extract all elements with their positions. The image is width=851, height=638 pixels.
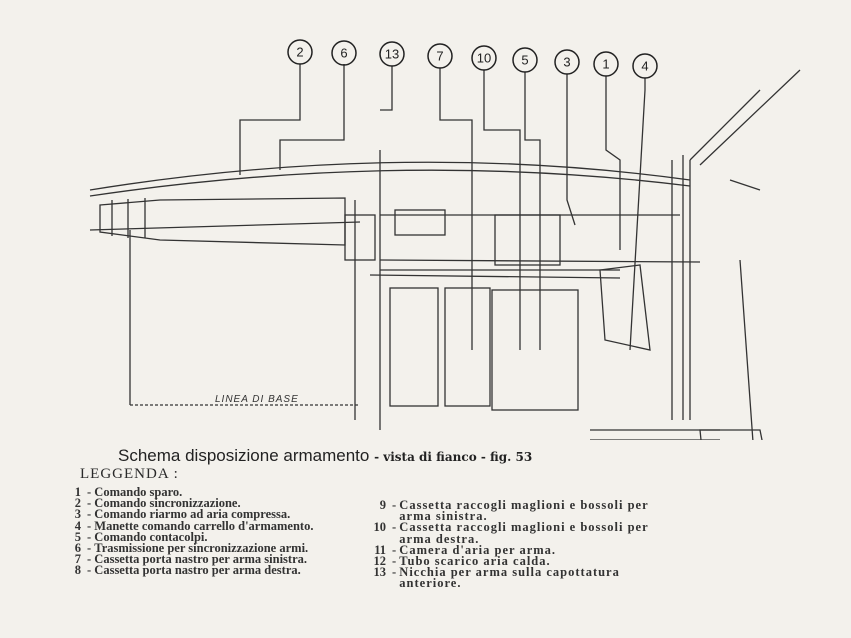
callout-label: 5: [521, 53, 528, 68]
legend-number: 9: [379, 498, 386, 512]
legend-item: 12- Tubo scarico aria calda.: [362, 554, 649, 569]
legend-text: Comando sparo.: [94, 485, 183, 499]
legend-item: 11- Camera d'aria per arma.: [362, 542, 649, 557]
legend-text: Comando riarmo ad aria compressa.: [94, 507, 291, 522]
legend-item: 3- Comando riarmo ad aria compressa.: [57, 507, 313, 522]
callout-label: 3: [563, 55, 570, 70]
legend-number: 13: [373, 565, 387, 580]
legend-item: 6- Trasmissione per sincronizzazione arm…: [57, 541, 313, 556]
legend-item: 1- Comando sparo.: [57, 485, 313, 499]
legend-item: 10- Cassetta raccogli maglioni e bossoli…: [362, 520, 649, 546]
legend-item: 9- Cassetta raccogli maglioni e bossoli …: [362, 498, 649, 524]
ammo-box: [491, 289, 579, 411]
callout-label: 10: [477, 51, 491, 66]
ammo-box: [389, 287, 439, 407]
callout-1: 1: [593, 51, 619, 77]
legend-text: Comando sincronizzazione.: [94, 496, 241, 511]
legend-number: 11: [374, 542, 386, 557]
control-handle: [599, 264, 651, 351]
callout-4: 4: [632, 53, 658, 79]
legend-item: 13- Nicchia per arma sulla capottatura a…: [362, 565, 649, 591]
figure-caption: Schema disposizione armamento - vista di…: [118, 446, 532, 466]
legend-item: 2- Comando sincronizzazione.: [57, 496, 313, 511]
legend-item: 4- Manette comando carrello d'armamento.: [57, 518, 314, 533]
legend-number: 2: [74, 496, 81, 511]
legend-text: Cassetta porta nastro per arma destra.: [94, 563, 301, 578]
legend-item: 7- Cassetta porta nastro per arma sinist…: [57, 552, 313, 567]
legend-left-column: 1- Comando sparo. 2- Comando sincronizza…: [57, 485, 314, 578]
legend-right-column: 9- Cassetta raccogli maglioni e bossoli …: [362, 498, 649, 591]
legend-text: Cassetta raccogli maglioni e bossoli per…: [399, 498, 649, 524]
legend-text: Trasmissione per sincronizzazione armi.: [94, 541, 309, 556]
mechanism-box: [394, 209, 446, 236]
legend-number: 8: [74, 563, 81, 578]
callout-3: 3: [554, 49, 580, 75]
legend-text: Nicchia per arma sulla capottatura anter…: [399, 565, 620, 591]
legend-item: 8- Cassetta porta nastro per arma destra…: [57, 563, 313, 578]
legend-text: Comando contacolpi.: [94, 529, 208, 544]
base-line-label: LINEA DI BASE: [215, 394, 299, 405]
ammo-box: [444, 287, 491, 407]
gun-barrel: [99, 197, 346, 246]
callout-label: 13: [385, 47, 399, 62]
legend-text: Cassetta raccogli maglioni e bossoli per…: [399, 520, 649, 546]
legend-text: Tubo scarico aria calda.: [399, 554, 551, 569]
callout-2: 2: [287, 39, 313, 65]
legend-number: 7: [74, 552, 81, 567]
legend-text: Camera d'aria per arma.: [399, 542, 557, 557]
callout-6: 6: [331, 40, 357, 66]
armament-side-view-drawing: 2 6 13 7 10 5 3 1 4 LINEA DI BASE: [89, 39, 801, 440]
legend-number: 5: [74, 529, 81, 544]
cowling-line: [89, 161, 691, 191]
caption-title: Schema disposizione armamento: [118, 446, 370, 465]
legend-number: 4: [74, 518, 81, 533]
legend-heading: LEGGENDA :: [80, 466, 179, 482]
callout-13: 13: [379, 41, 405, 67]
callout-label: 6: [340, 46, 347, 61]
legend-text: Cassetta porta nastro per arma sinistra.: [94, 552, 308, 567]
callout-5: 5: [512, 47, 538, 73]
legend-text: Manette comando carrello d'armamento.: [94, 518, 314, 533]
callout-10: 10: [471, 45, 497, 71]
callout-label: 4: [641, 59, 648, 74]
callouts: 2 6 13 7 10 5 3 1 4: [287, 39, 658, 79]
legend-number: 1: [74, 485, 81, 499]
legend-number: 10: [373, 520, 387, 535]
legend-number: 12: [373, 554, 387, 569]
callout-label: 1: [602, 57, 609, 72]
caption-subtitle: - vista di fianco - fig. 53: [374, 450, 533, 464]
legend-item: 5- Comando contacolpi.: [57, 529, 313, 544]
legend-number: 3: [74, 507, 81, 522]
callout-label: 7: [436, 49, 443, 64]
callout-7: 7: [427, 43, 453, 69]
legend-number: 6: [74, 541, 81, 556]
callout-label: 2: [296, 45, 303, 60]
